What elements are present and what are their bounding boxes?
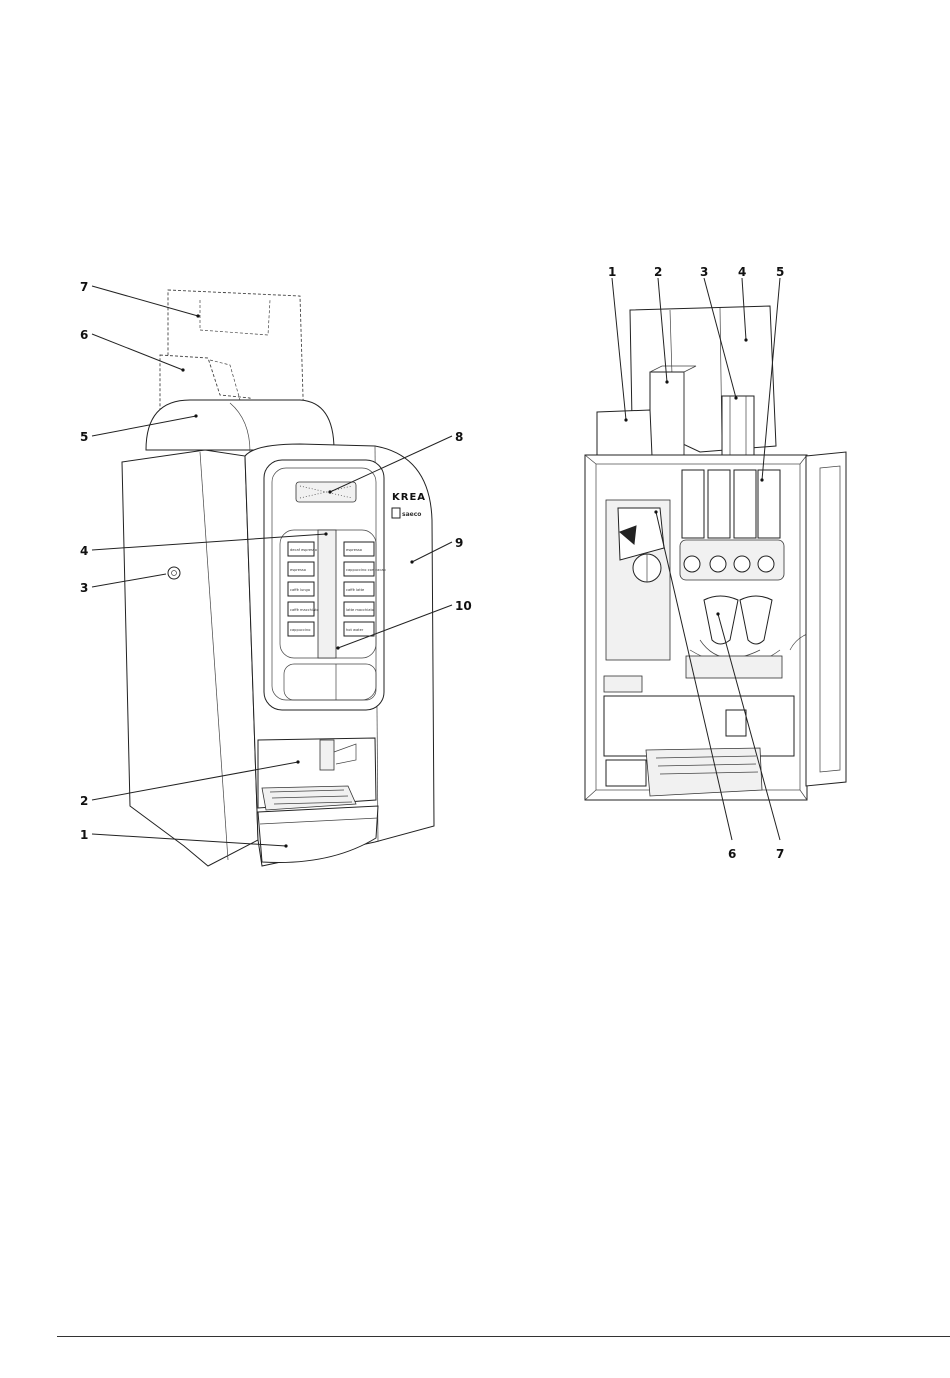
saeco-logo: [392, 508, 400, 518]
machine-lid: [146, 400, 334, 450]
waste-chute: [604, 676, 642, 692]
upper-cover-1: [597, 410, 652, 456]
callout-label: 9: [455, 536, 463, 550]
button-label: latte macchiato: [346, 608, 374, 612]
button-label: caffè lungo: [290, 588, 310, 592]
callout-label: 2: [654, 265, 662, 279]
lower-unit: [726, 710, 746, 736]
button-label: espresso: [346, 548, 362, 552]
drip-tray: [258, 806, 378, 863]
brand-name: KREA: [392, 492, 426, 503]
callout-label: 7: [80, 280, 88, 294]
callout-label: 7: [776, 847, 784, 861]
mixer-base: [686, 656, 782, 678]
callout-label: 1: [608, 265, 616, 279]
display-window: [296, 482, 356, 502]
callout-label: 3: [80, 581, 88, 595]
button-label: espresso: [290, 568, 306, 572]
callout-label: 10: [455, 599, 472, 613]
callout-label: 3: [700, 265, 708, 279]
callout-label: 4: [738, 265, 746, 279]
product-canister-2: [650, 372, 684, 456]
callout-label: 2: [80, 794, 88, 808]
sub-brand: saeco: [402, 511, 421, 518]
button-label: caffè latte: [346, 588, 365, 592]
grounds-drawer: [604, 696, 794, 756]
callout-label: 5: [80, 430, 88, 444]
footer-rule: [57, 1336, 950, 1337]
button-label: cappuccino con cacao: [346, 568, 386, 572]
interior-view-machine: [585, 306, 846, 800]
callout-label: 5: [776, 265, 784, 279]
button-label: decaf espresso: [290, 548, 317, 552]
callout-label: 6: [80, 328, 88, 342]
button-label: hot water: [346, 628, 364, 632]
callout-label: 8: [455, 430, 463, 444]
callout-label: 6: [728, 847, 736, 861]
side-panel: [122, 450, 258, 866]
button-label: cappuccino: [290, 628, 310, 632]
key-lock[interactable]: [168, 567, 180, 579]
callout-label: 1: [80, 828, 88, 842]
front-view-machine: decaf espresso espresso caffè lungo caff…: [122, 290, 434, 866]
coffee-spout: [320, 740, 334, 770]
button-label: caffè macchiato: [290, 608, 319, 612]
callout-label: 4: [80, 544, 88, 558]
